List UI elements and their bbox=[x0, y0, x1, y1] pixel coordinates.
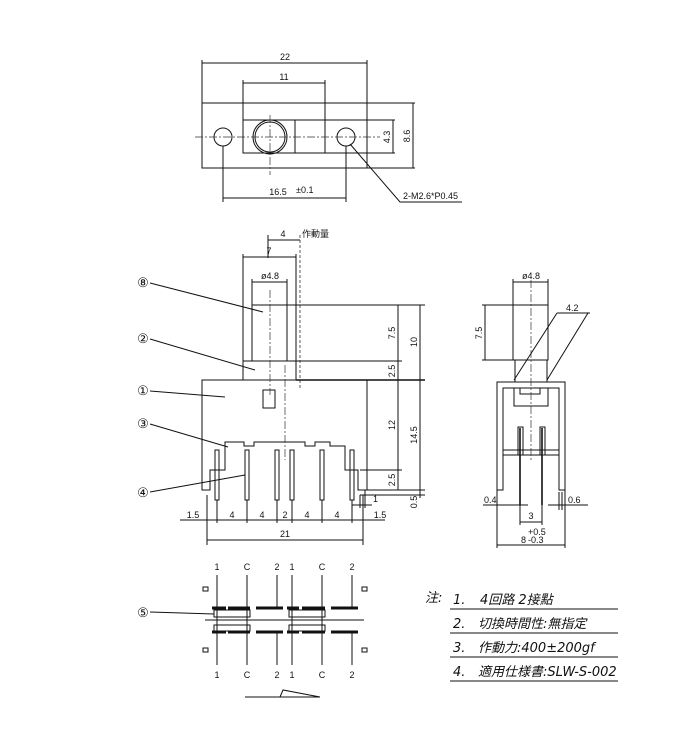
side-dim-8-tol-minus: -0.3 bbox=[528, 535, 544, 545]
balloon-4: ④ bbox=[137, 485, 149, 500]
pin-label: 2 bbox=[349, 562, 354, 572]
dim-4-3: 4.3 bbox=[382, 131, 392, 144]
pin-label: C bbox=[244, 670, 251, 680]
pin-label: 1 bbox=[214, 562, 219, 572]
pitch-label: 2 bbox=[282, 510, 287, 520]
side-dim-0-6: 0.6 bbox=[568, 495, 581, 505]
slider bbox=[242, 360, 297, 381]
note-number: 2. bbox=[453, 617, 465, 632]
pin-label: 2 bbox=[274, 670, 279, 680]
hole-callout: 2-M2.6*P0.45 bbox=[403, 191, 458, 201]
pitch-label: 4 bbox=[259, 510, 264, 520]
dim-16-5-tol: ±0.1 bbox=[296, 185, 313, 195]
dim-7: 7 bbox=[266, 246, 271, 256]
balloon-5: ⑤ bbox=[137, 605, 149, 620]
top-view: 22 11 4.3 8.6 16.5 ±0.1 2-M2.6*P0.45 bbox=[195, 52, 462, 203]
dim-11: 11 bbox=[279, 72, 288, 82]
side-view: ø4.8 7.5 4.2 0.4 0.6 3 8 +0.5 -0.3 bbox=[474, 271, 590, 548]
side-dim-4-2: 4.2 bbox=[566, 303, 579, 313]
balloon-1: ① bbox=[137, 383, 149, 398]
pin-label: C bbox=[319, 670, 326, 680]
pin-label: C bbox=[319, 562, 326, 572]
switch-body bbox=[201, 379, 368, 491]
dim-7-5: 7.5 bbox=[387, 327, 397, 340]
pin-label: 1 bbox=[214, 670, 219, 680]
dim-16-5: 16.5 bbox=[269, 187, 287, 197]
dim-8-6: 8.6 bbox=[402, 130, 412, 143]
note-text: 作動力:400±200gf bbox=[478, 641, 597, 656]
switch-symbol bbox=[245, 689, 321, 698]
pin-label: 1 bbox=[289, 670, 294, 680]
dim-10: 10 bbox=[409, 337, 419, 347]
dim-2-5-top: 2.5 bbox=[387, 365, 397, 378]
side-dim-3: 3 bbox=[528, 511, 533, 521]
dim-12: 12 bbox=[387, 420, 397, 430]
balloon-3: ③ bbox=[137, 416, 149, 431]
note-text: 適用仕様書:SLW-S-002 bbox=[478, 665, 617, 680]
pins bbox=[214, 449, 355, 501]
side-knob bbox=[512, 304, 549, 361]
pin-label: 2 bbox=[349, 670, 354, 680]
pin-label: C bbox=[244, 562, 251, 572]
side-dim-0-4: 0.4 bbox=[484, 495, 497, 505]
pitch-label: 1.5 bbox=[187, 510, 200, 520]
top-body-outline bbox=[201, 102, 368, 169]
side-dim-8: 8 bbox=[521, 535, 526, 545]
dim-21: 21 bbox=[280, 529, 290, 539]
bracket bbox=[496, 381, 566, 491]
note-text: 4回路 2接點 bbox=[480, 593, 555, 608]
pin-label: 2 bbox=[274, 562, 279, 572]
pin-label: 1 bbox=[289, 562, 294, 572]
note-number: 3. bbox=[453, 641, 465, 656]
knob bbox=[251, 304, 288, 362]
dim-knob-dia: ø4.8 bbox=[261, 271, 279, 281]
notes-heading: 注: bbox=[425, 591, 442, 606]
window bbox=[262, 389, 276, 409]
side-dim-knob-dia: ø4.8 bbox=[522, 271, 540, 281]
dim-travel: 4 bbox=[280, 229, 285, 239]
note-text: 切換時間性:無指定 bbox=[478, 616, 588, 632]
top-slot bbox=[242, 119, 326, 154]
dim-0-5: 0.5 bbox=[409, 496, 419, 509]
pitch-label: 1.5 bbox=[374, 510, 387, 520]
dim-2-5-bottom: 2.5 bbox=[387, 474, 397, 487]
pitch-label: 4 bbox=[229, 510, 234, 520]
balloon-2: ② bbox=[137, 331, 149, 346]
dim-22: 22 bbox=[280, 52, 290, 62]
pitch-label: 4 bbox=[304, 510, 309, 520]
notes: 注: 1. 4回路 2接點 2. 切換時間性:無指定 3. 作動力:400±20… bbox=[425, 591, 618, 682]
note-number: 1. bbox=[453, 593, 465, 608]
contact-schematic: 1 C 2 1 C 2 1 C 2 1 C 2 ⑤ bbox=[137, 562, 368, 698]
dim-14-5: 14.5 bbox=[409, 426, 419, 444]
side-dim-8-tol-plus: +0.5 bbox=[528, 527, 546, 537]
note-number: 4. bbox=[453, 665, 465, 680]
pitch-label: 4 bbox=[334, 510, 339, 520]
front-view: 4 作動量 7 ø4.8 7.5 10 2.5 12 14.5 2.5 0.5 … bbox=[137, 228, 425, 545]
balloon-8: ⑧ bbox=[137, 275, 149, 290]
dim-1: 1 bbox=[373, 494, 378, 504]
side-dim-7-5: 7.5 bbox=[474, 327, 484, 340]
dim-travel-label: 作動量 bbox=[302, 228, 329, 239]
